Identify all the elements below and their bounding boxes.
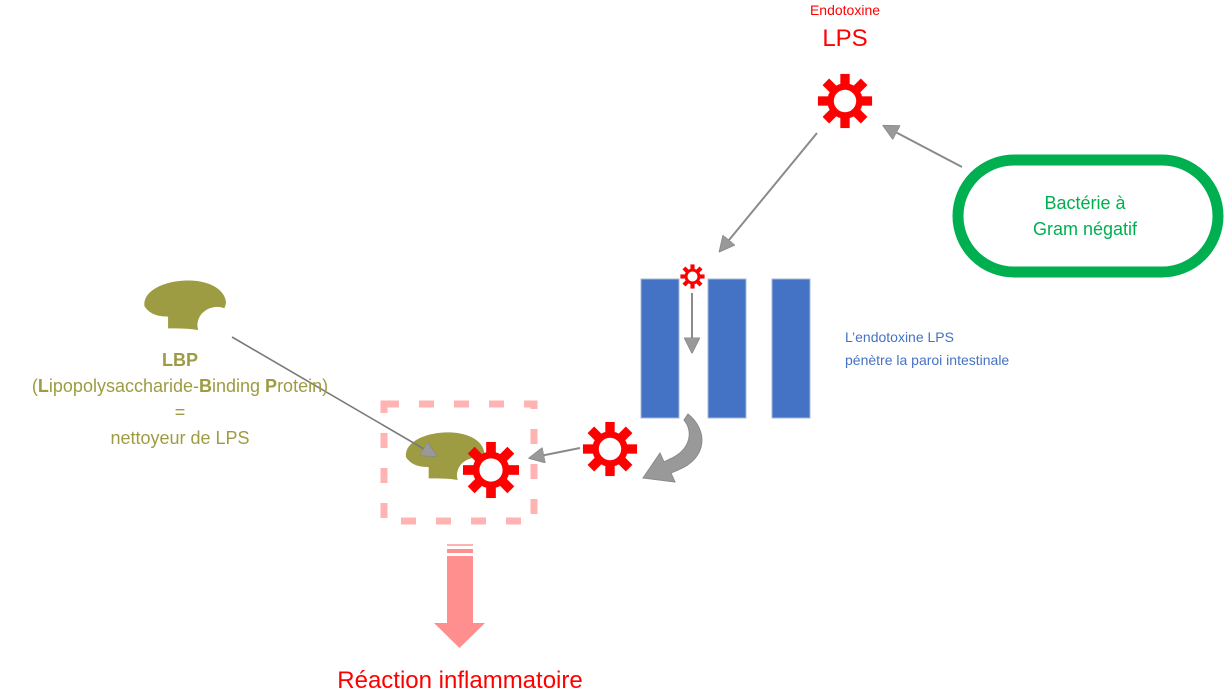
- lbp-description: nettoyeur de LPS: [110, 428, 250, 448]
- lps-caption: Endotoxine: [809, 2, 881, 18]
- arrow-lps-to-wall: [720, 132, 818, 251]
- lbp-equals: =: [174, 402, 186, 422]
- lps-title: LPS: [822, 25, 868, 52]
- intestinal-wall-bar-2: [707, 278, 747, 419]
- down-arrow-icon: [434, 544, 485, 648]
- lbp-lps-complex-box: [380, 400, 538, 525]
- intestinal-wall-bar-3: [771, 278, 811, 419]
- intestinal-wall-bar-1: [640, 278, 680, 419]
- lps-released-gear-icon: [582, 421, 638, 477]
- intestinal-wall-label: L’endotoxine LPS pénètre la paroi intest…: [845, 326, 1009, 372]
- arrow-bacteria-to-lps: [884, 126, 963, 168]
- lps-small-gear-icon: [680, 264, 705, 289]
- lbp-expansion-part: ipopolysaccharide-: [48, 376, 199, 396]
- lbp-label: LBP (Lipopolysaccharide-Binding Protein)…: [0, 347, 360, 451]
- lbp-protein-icon: [144, 280, 226, 330]
- gram-negative-bacteria: [952, 154, 1224, 278]
- curved-exit-arrow-icon: [642, 413, 703, 483]
- arrow-lps-to-complex: [530, 447, 581, 458]
- inflammatory-reaction-label: Réaction inflammatoire: [337, 667, 583, 694]
- lbp-expansion-part: inding: [212, 376, 266, 396]
- lbp-expansion-part: rotein): [277, 376, 329, 396]
- lbp-expansion-part: (: [31, 376, 38, 396]
- lps-bound-gear-icon: [462, 441, 520, 499]
- lps-gear-icon: [817, 73, 873, 129]
- arrow-lbp-to-complex: [231, 336, 436, 456]
- intestinal-wall-label-line2: pénètre la paroi intestinale: [845, 352, 1010, 368]
- lbp-expansion-part: L: [37, 376, 49, 396]
- lbp-expansion-part: P: [265, 376, 278, 396]
- lbp-expansion: (Lipopolysaccharide-Binding Protein): [0, 373, 360, 399]
- intestinal-wall-label-line1: L’endotoxine LPS: [845, 329, 954, 345]
- bacteria-label: Bactérie à Gram négatif: [985, 190, 1185, 242]
- lbp-title: LBP: [162, 350, 198, 370]
- bacteria-label-line1: Bactérie à: [1044, 193, 1126, 213]
- lbp-expansion-part: B: [199, 376, 212, 396]
- bacteria-label-line2: Gram négatif: [1032, 219, 1138, 239]
